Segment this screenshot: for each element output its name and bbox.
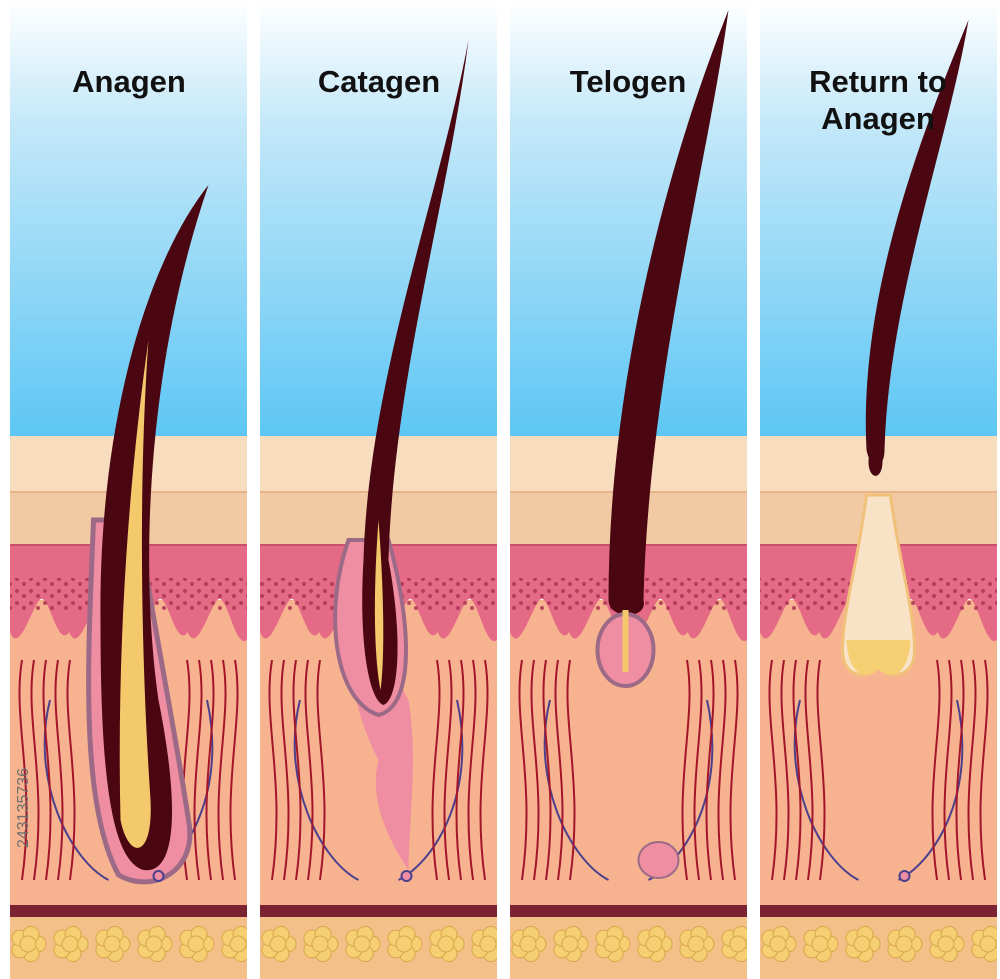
artery-right [943, 659, 953, 881]
artery-left [816, 659, 826, 881]
fat-cell [519, 935, 537, 953]
artery-left [780, 659, 790, 881]
artery-left [518, 659, 528, 881]
artery-left [566, 659, 576, 881]
fat-band [760, 905, 997, 917]
artery-left [554, 659, 564, 881]
panel-return [760, 0, 997, 979]
fat-cell [311, 935, 329, 953]
artery-right [431, 659, 441, 881]
artery-right [217, 659, 227, 881]
dermal-papilla [637, 841, 680, 879]
fat-band [510, 905, 747, 917]
fat-cell [187, 935, 205, 953]
catagen-hair-shaft [362, 40, 469, 705]
fat-cell [479, 935, 497, 953]
sky-area [260, 0, 497, 440]
artery-right [205, 659, 215, 881]
artery-left [792, 659, 802, 881]
anagen-hair-core [119, 340, 151, 848]
artery-left [804, 659, 814, 881]
fat-cell [687, 935, 705, 953]
artery-left [54, 659, 64, 881]
dermal-papilla [152, 870, 165, 882]
fat-band [260, 905, 497, 917]
fat-cell [769, 935, 787, 953]
fat-cell [853, 935, 871, 953]
dermal-papilla [400, 870, 413, 882]
artery-right [455, 659, 465, 881]
artery-right [717, 659, 727, 881]
shed-club-hair [868, 448, 883, 476]
telogen-hair-shaft [608, 10, 729, 615]
panel-title-return-line-1: Return to [809, 64, 947, 99]
fat-cell [353, 935, 371, 953]
panel-title-anagen: Anagen [72, 64, 186, 99]
fat-cell [979, 935, 997, 953]
artery-left [280, 659, 290, 881]
artery-right [693, 659, 703, 881]
artery-right [729, 659, 739, 881]
artery-right [967, 659, 977, 881]
dermal-papilla [898, 870, 911, 882]
panel-anagen [10, 0, 247, 979]
fat-cell [395, 935, 413, 953]
artery-left [316, 659, 326, 881]
panel-title-telogen: Telogen [570, 64, 687, 99]
artery-right [479, 659, 489, 881]
fat-cell [811, 935, 829, 953]
artery-right [705, 659, 715, 881]
fat-cell [19, 935, 37, 953]
artery-left [292, 659, 302, 881]
artery-left [542, 659, 552, 881]
fat-cell [61, 935, 79, 953]
artery-left [530, 659, 540, 881]
artery-right [443, 659, 453, 881]
artery-left [42, 659, 52, 881]
artery-left [66, 659, 76, 881]
fat-cell [937, 935, 955, 953]
fat-cell [895, 935, 913, 953]
artery-right [931, 659, 941, 881]
fat-cell [103, 935, 121, 953]
artery-left [268, 659, 278, 881]
artery-right [229, 659, 239, 881]
artery-left [30, 659, 40, 881]
panel-telogen [510, 0, 747, 979]
fat-cell [561, 935, 579, 953]
artery-left [768, 659, 778, 881]
panel-title-catagen: Catagen [318, 64, 440, 99]
artery-right [955, 659, 965, 881]
panel-catagen [260, 0, 497, 979]
fat-cell [269, 935, 287, 953]
fat-cell [603, 935, 621, 953]
fat-cell [645, 935, 663, 953]
fat-cell [437, 935, 455, 953]
fat-cell [145, 935, 163, 953]
shedding-hair-shaft [865, 20, 969, 465]
artery-right [681, 659, 691, 881]
stock-id-label: 243135736 [15, 768, 32, 848]
fat-cell [229, 935, 247, 953]
catagen-hair-core [374, 520, 384, 690]
artery-right [193, 659, 203, 881]
artery-right [979, 659, 989, 881]
panel-title-return-line-2: Anagen [821, 101, 935, 136]
fat-band [10, 905, 247, 917]
artery-right [467, 659, 477, 881]
fat-cell [729, 935, 747, 953]
artery-left [304, 659, 314, 881]
new-bulb [846, 640, 911, 675]
artery-left [18, 659, 28, 881]
